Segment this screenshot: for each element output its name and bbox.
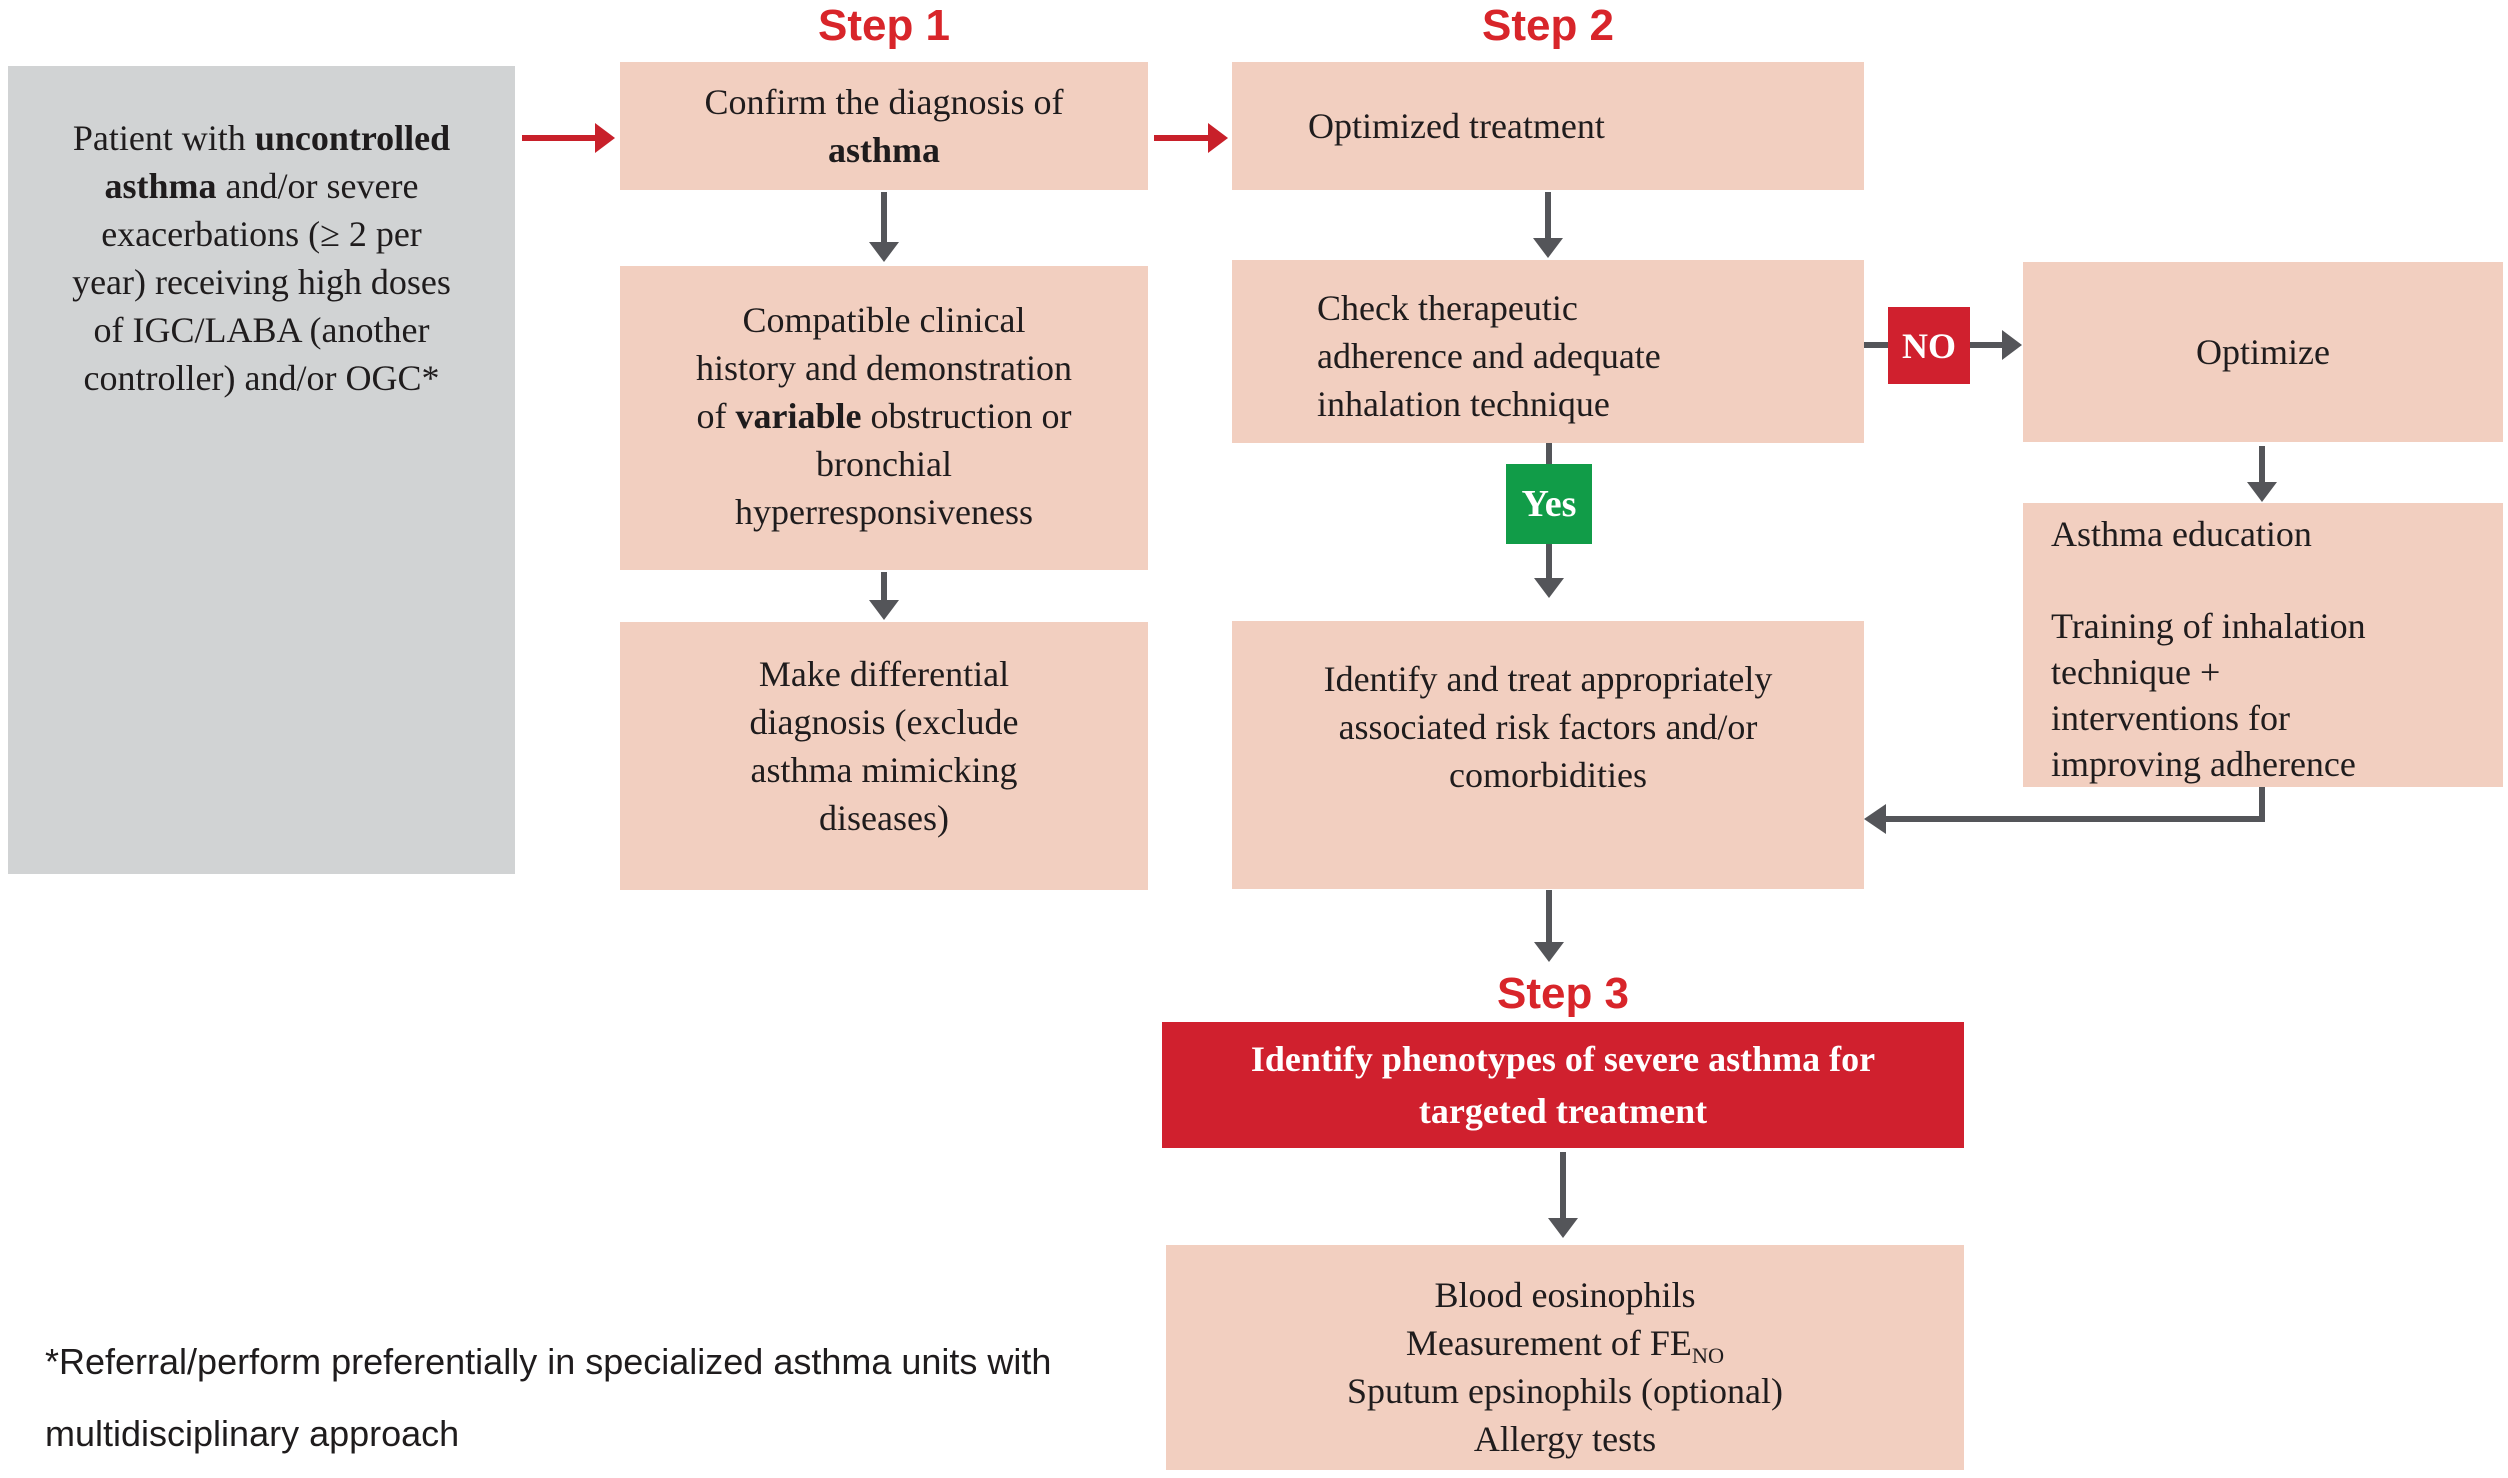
elbow-horizontal-to-identify	[1884, 816, 2265, 822]
yes-decision-box: Yes	[1506, 464, 1592, 544]
optimized-treatment-label: Optimized treatment	[1308, 106, 1605, 146]
arrow-optimized-to-check	[1533, 192, 1563, 258]
no-decision-box: NO	[1888, 307, 1970, 384]
arrow-confirm-to-compatible	[869, 192, 899, 262]
line-check-to-no	[1864, 342, 1888, 348]
arrow-yes-to-identify	[1534, 544, 1564, 598]
line-check-to-yes	[1546, 443, 1552, 464]
identify-phenotypes-box: Identify phenotypes of severe asthma for…	[1162, 1022, 1964, 1148]
arrow-patient-to-confirm	[522, 123, 615, 153]
arrow-phenotypes-to-tests	[1548, 1152, 1578, 1238]
optimize-box: Optimize	[2023, 262, 2503, 442]
step-3-heading: Step 3	[1496, 969, 1630, 1018]
arrow-identify-to-step3	[1534, 890, 1564, 962]
arrow-compatible-to-differential	[869, 572, 899, 620]
optimized-treatment-box: Optimized treatment	[1232, 62, 1864, 190]
step-2-heading: Step 2	[1481, 1, 1615, 50]
arrowhead-into-identify	[1864, 804, 1886, 834]
arrow-no-to-optimize	[1970, 330, 2022, 360]
arrow-confirm-to-optimized	[1154, 123, 1228, 153]
elbow-vertical-from-education	[2259, 787, 2265, 822]
step-1-heading: Step 1	[817, 1, 951, 50]
footnote: *Referral/perform preferentially in spec…	[45, 1341, 1052, 1454]
arrow-optimize-to-education	[2247, 446, 2277, 502]
optimize-label: Optimize	[2196, 332, 2330, 372]
